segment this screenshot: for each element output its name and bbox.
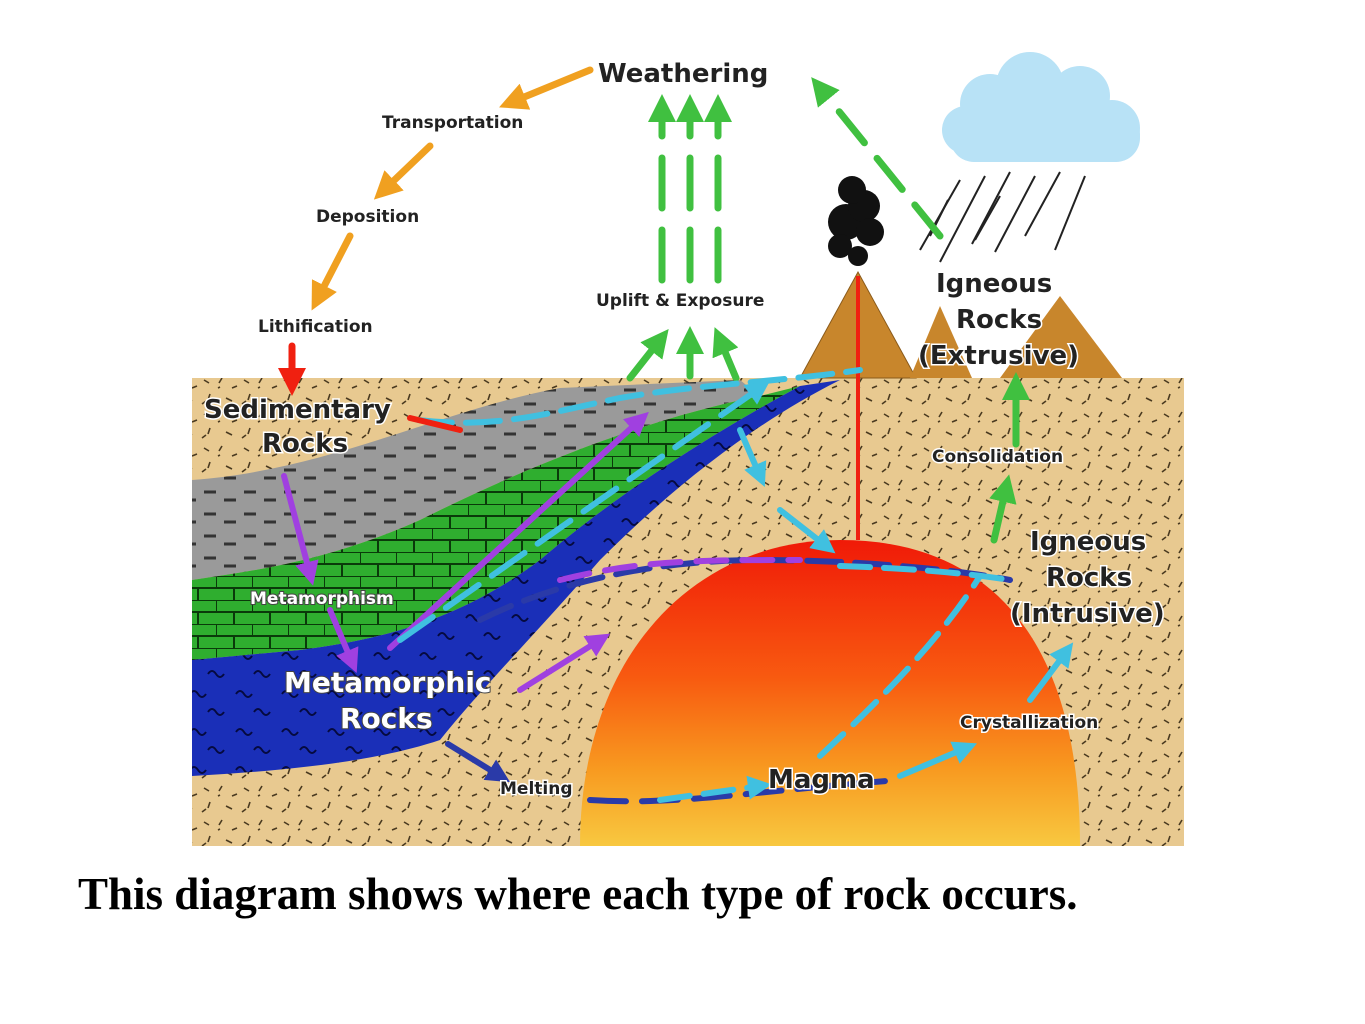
mountain-right (1000, 296, 1122, 378)
label-sedimentary-rocks-2: Rocks (262, 429, 348, 459)
sediment-gray-layer (192, 380, 760, 580)
rain-cloud (919, 52, 1140, 263)
label-igneous-intrusive-2: Rocks (1046, 563, 1132, 593)
label-igneous-intrusive-3: (Intrusive) (1010, 599, 1165, 629)
label-transportation: Transportation (382, 113, 523, 133)
subsurface-process-arrows (281, 367, 1074, 805)
label-sedimentary-rocks-1: Sedimentary (204, 395, 391, 425)
label-metamorphism: Metamorphism (250, 589, 394, 609)
label-uplift-exposure: Uplift & Exposure (596, 291, 764, 311)
label-igneous-extrusive-1: Igneous (936, 269, 1052, 299)
label-igneous-extrusive-2: Rocks (956, 305, 1042, 335)
label-crystallization: Crystallization (960, 713, 1098, 733)
mountain-small (910, 306, 972, 378)
surface-process-arrows (278, 66, 1030, 544)
label-lithification: Lithification (258, 317, 373, 337)
caption: This diagram shows where each type of ro… (78, 869, 1078, 919)
label-weathering: Weathering (598, 59, 768, 89)
label-igneous-extrusive-3: (Extrusive) (918, 341, 1079, 371)
smoke-plume (828, 176, 884, 266)
label-metamorphic-rocks-1: Metamorphic (284, 666, 492, 699)
label-melting: Melting (500, 779, 573, 799)
label-metamorphic-rocks-2: Rocks (340, 702, 433, 735)
sediment-green-layer (192, 386, 800, 660)
label-deposition: Deposition (316, 207, 419, 227)
label-magma: Magma (768, 765, 875, 795)
metamorphic-band (192, 380, 840, 776)
label-consolidation: Consolidation (932, 447, 1063, 467)
label-igneous-intrusive-1: Igneous (1030, 527, 1146, 557)
